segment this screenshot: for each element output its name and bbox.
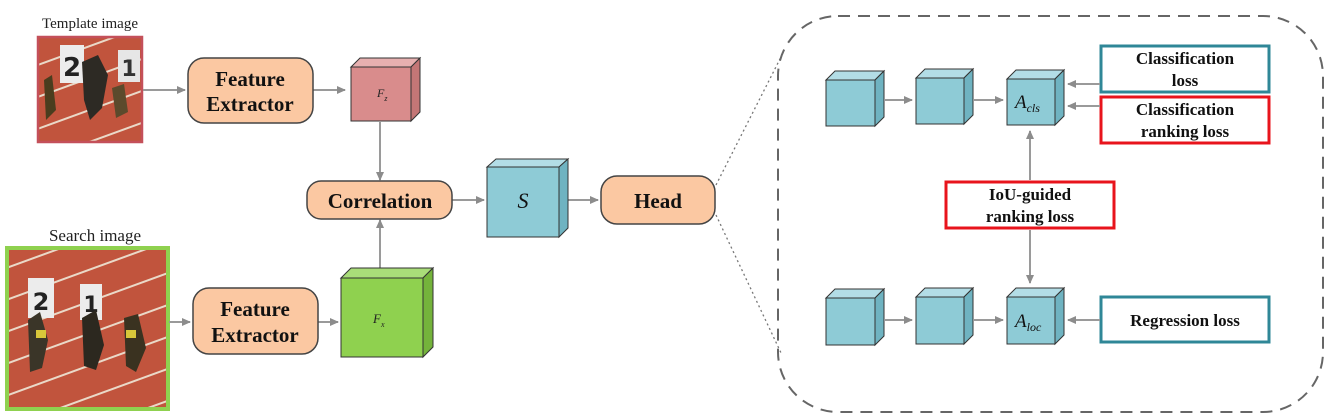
svg-text:Acls: Acls xyxy=(1013,92,1040,115)
fz-feature-cube: Fz xyxy=(349,56,422,123)
search-image-caption: Search image xyxy=(49,226,141,245)
feature-extractor-bottom-line2: Extractor xyxy=(211,323,298,347)
zoom-line-top xyxy=(715,54,783,186)
svg-text:Fz: Fz xyxy=(376,86,388,103)
classification-ranking-loss-line1: Classification xyxy=(1136,100,1235,119)
svg-text:2: 2 xyxy=(63,53,81,83)
a-loc-main: A xyxy=(1013,311,1027,332)
classification-ranking-loss-box: Classification ranking loss xyxy=(1099,95,1271,145)
a-cls-sub: cls xyxy=(1027,101,1041,115)
cls-branch-cube-2 xyxy=(914,67,975,126)
a-loc-sub: loc xyxy=(1027,320,1042,334)
loc-branch-cube-2 xyxy=(914,286,975,346)
loc-branch-cube-1 xyxy=(824,287,886,347)
feature-extractor-top-line1: Feature xyxy=(215,67,285,91)
feature-extractor-top-line2: Extractor xyxy=(206,92,293,116)
feature-extractor-bottom: Feature Extractor xyxy=(192,287,319,355)
svg-text:Fx: Fx xyxy=(372,311,385,329)
correlation-block: Correlation xyxy=(306,180,453,220)
cls-branch-cube-1 xyxy=(824,69,886,128)
fx-label-main: F xyxy=(372,311,382,326)
classification-loss-line2: loss xyxy=(1172,71,1199,90)
template-image: 2 1 xyxy=(36,35,144,144)
svg-text:Aloc: Aloc xyxy=(1013,311,1042,334)
regression-loss-label: Regression loss xyxy=(1130,311,1240,330)
fx-label-sub: x xyxy=(380,320,385,329)
iou-guided-ranking-loss-box: IoU-guided ranking loss xyxy=(944,180,1116,230)
correlation-label: Correlation xyxy=(328,189,433,213)
iou-guided-line1: IoU-guided xyxy=(989,185,1072,204)
feature-extractor-bottom-line1: Feature xyxy=(220,297,290,321)
classification-ranking-loss-line2: ranking loss xyxy=(1141,122,1230,141)
feature-extractor-top: Feature Extractor xyxy=(187,57,314,124)
head-block: Head xyxy=(600,175,716,225)
classification-loss-box: Classification loss xyxy=(1099,44,1271,94)
regression-loss-box: Regression loss xyxy=(1099,295,1271,344)
head-detail-container xyxy=(777,15,1324,413)
iou-guided-line2: ranking loss xyxy=(986,207,1075,226)
head-label: Head xyxy=(634,189,682,213)
svg-text:1: 1 xyxy=(121,57,136,82)
template-image-caption: Template image xyxy=(42,16,138,32)
s-response-cube: S xyxy=(485,157,570,239)
a-loc-cube: Aloc xyxy=(1005,286,1066,346)
s-label: S xyxy=(518,188,529,213)
fx-feature-cube: Fx xyxy=(339,266,435,359)
zoom-line-bottom xyxy=(715,214,783,356)
a-cls-main: A xyxy=(1013,92,1027,113)
a-cls-cube: Acls xyxy=(1005,68,1066,127)
classification-loss-line1: Classification xyxy=(1136,49,1235,68)
svg-text:2: 2 xyxy=(33,288,50,316)
fz-label-main: F xyxy=(376,86,385,100)
search-image: 2 1 xyxy=(5,246,170,411)
fz-label-sub: z xyxy=(383,94,388,103)
